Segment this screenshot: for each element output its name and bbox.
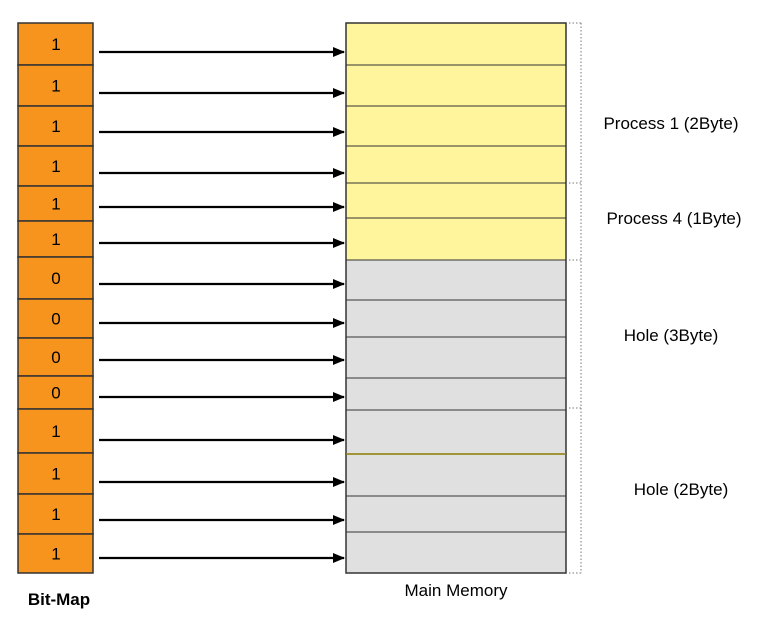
region-label: Process 1 (2Byte) [603,114,738,133]
bitmap-bit-value: 1 [51,230,60,249]
memory-cell-process [345,105,567,147]
bitmap-bit-value: 1 [51,465,60,484]
memory-cell-hole [345,336,567,379]
bitmap-cell: 1 [17,145,94,187]
memory-cell-process [345,64,567,107]
memory-cell-hole [345,453,567,497]
bitmap-bit-value: 1 [51,77,60,96]
bitmap-cell: 1 [17,493,94,535]
bitmap-column: 1 1 1 1 1 1 0 0 0 0 1 1 1 1 [17,22,94,574]
bitmap-bit-value: 0 [51,348,60,367]
bitmap-cell: 0 [17,256,94,300]
memory-cell-hole [345,377,567,411]
bitmap-bit-value: 0 [51,269,60,288]
memory-cell-hole [345,259,567,301]
bitmap-cell: 1 [17,185,94,222]
bitmap-bit-value: 1 [51,157,60,176]
main-memory-column [345,22,567,574]
bitmap-cell: 0 [17,337,94,377]
bitmap-bit-value: 1 [51,545,60,564]
bitmap-bit-value: 1 [51,117,60,136]
bitmap-cell: 1 [17,452,94,495]
bitmap-caption: Bit-Map [28,590,90,609]
memory-cell-process [345,182,567,219]
bitmap-bit-value: 1 [51,422,60,441]
memory-cell-process [345,22,567,66]
region-label: Hole (3Byte) [624,326,718,345]
memory-border [345,22,567,574]
bitmap-cell: 1 [17,64,94,107]
bitmap-cell: 1 [17,220,94,258]
bitmap-cell: 1 [17,105,94,147]
bitmap-cell: 1 [17,22,94,66]
memory-cell-process [345,217,567,261]
bitmap-cell: 1 [17,408,94,454]
main-memory-caption: Main Memory [405,581,508,600]
bitmap-bit-value: 0 [51,384,60,403]
bitmap-bit-value: 1 [51,35,60,54]
bitmap-cell: 1 [17,533,94,574]
memory-cell-hole [345,299,567,338]
memory-cell-hole [345,409,567,455]
bitmap-bit-value: 0 [51,310,60,329]
memory-cell-process [345,145,567,184]
bitmap-cell: 0 [17,375,94,410]
region-label: Process 4 (1Byte) [606,209,741,228]
bitmap-cell: 0 [17,298,94,339]
memory-cell-hole [345,531,567,574]
bitmap-bit-value: 1 [51,505,60,524]
arrows [99,47,345,563]
region-brackets: Process 1 (2Byte) Process 4 (1Byte) Hole (… [569,22,742,574]
memory-cell-hole [345,495,567,533]
bitmap-bit-value: 1 [51,195,60,214]
region-label: Hole (2Byte) [634,480,728,499]
